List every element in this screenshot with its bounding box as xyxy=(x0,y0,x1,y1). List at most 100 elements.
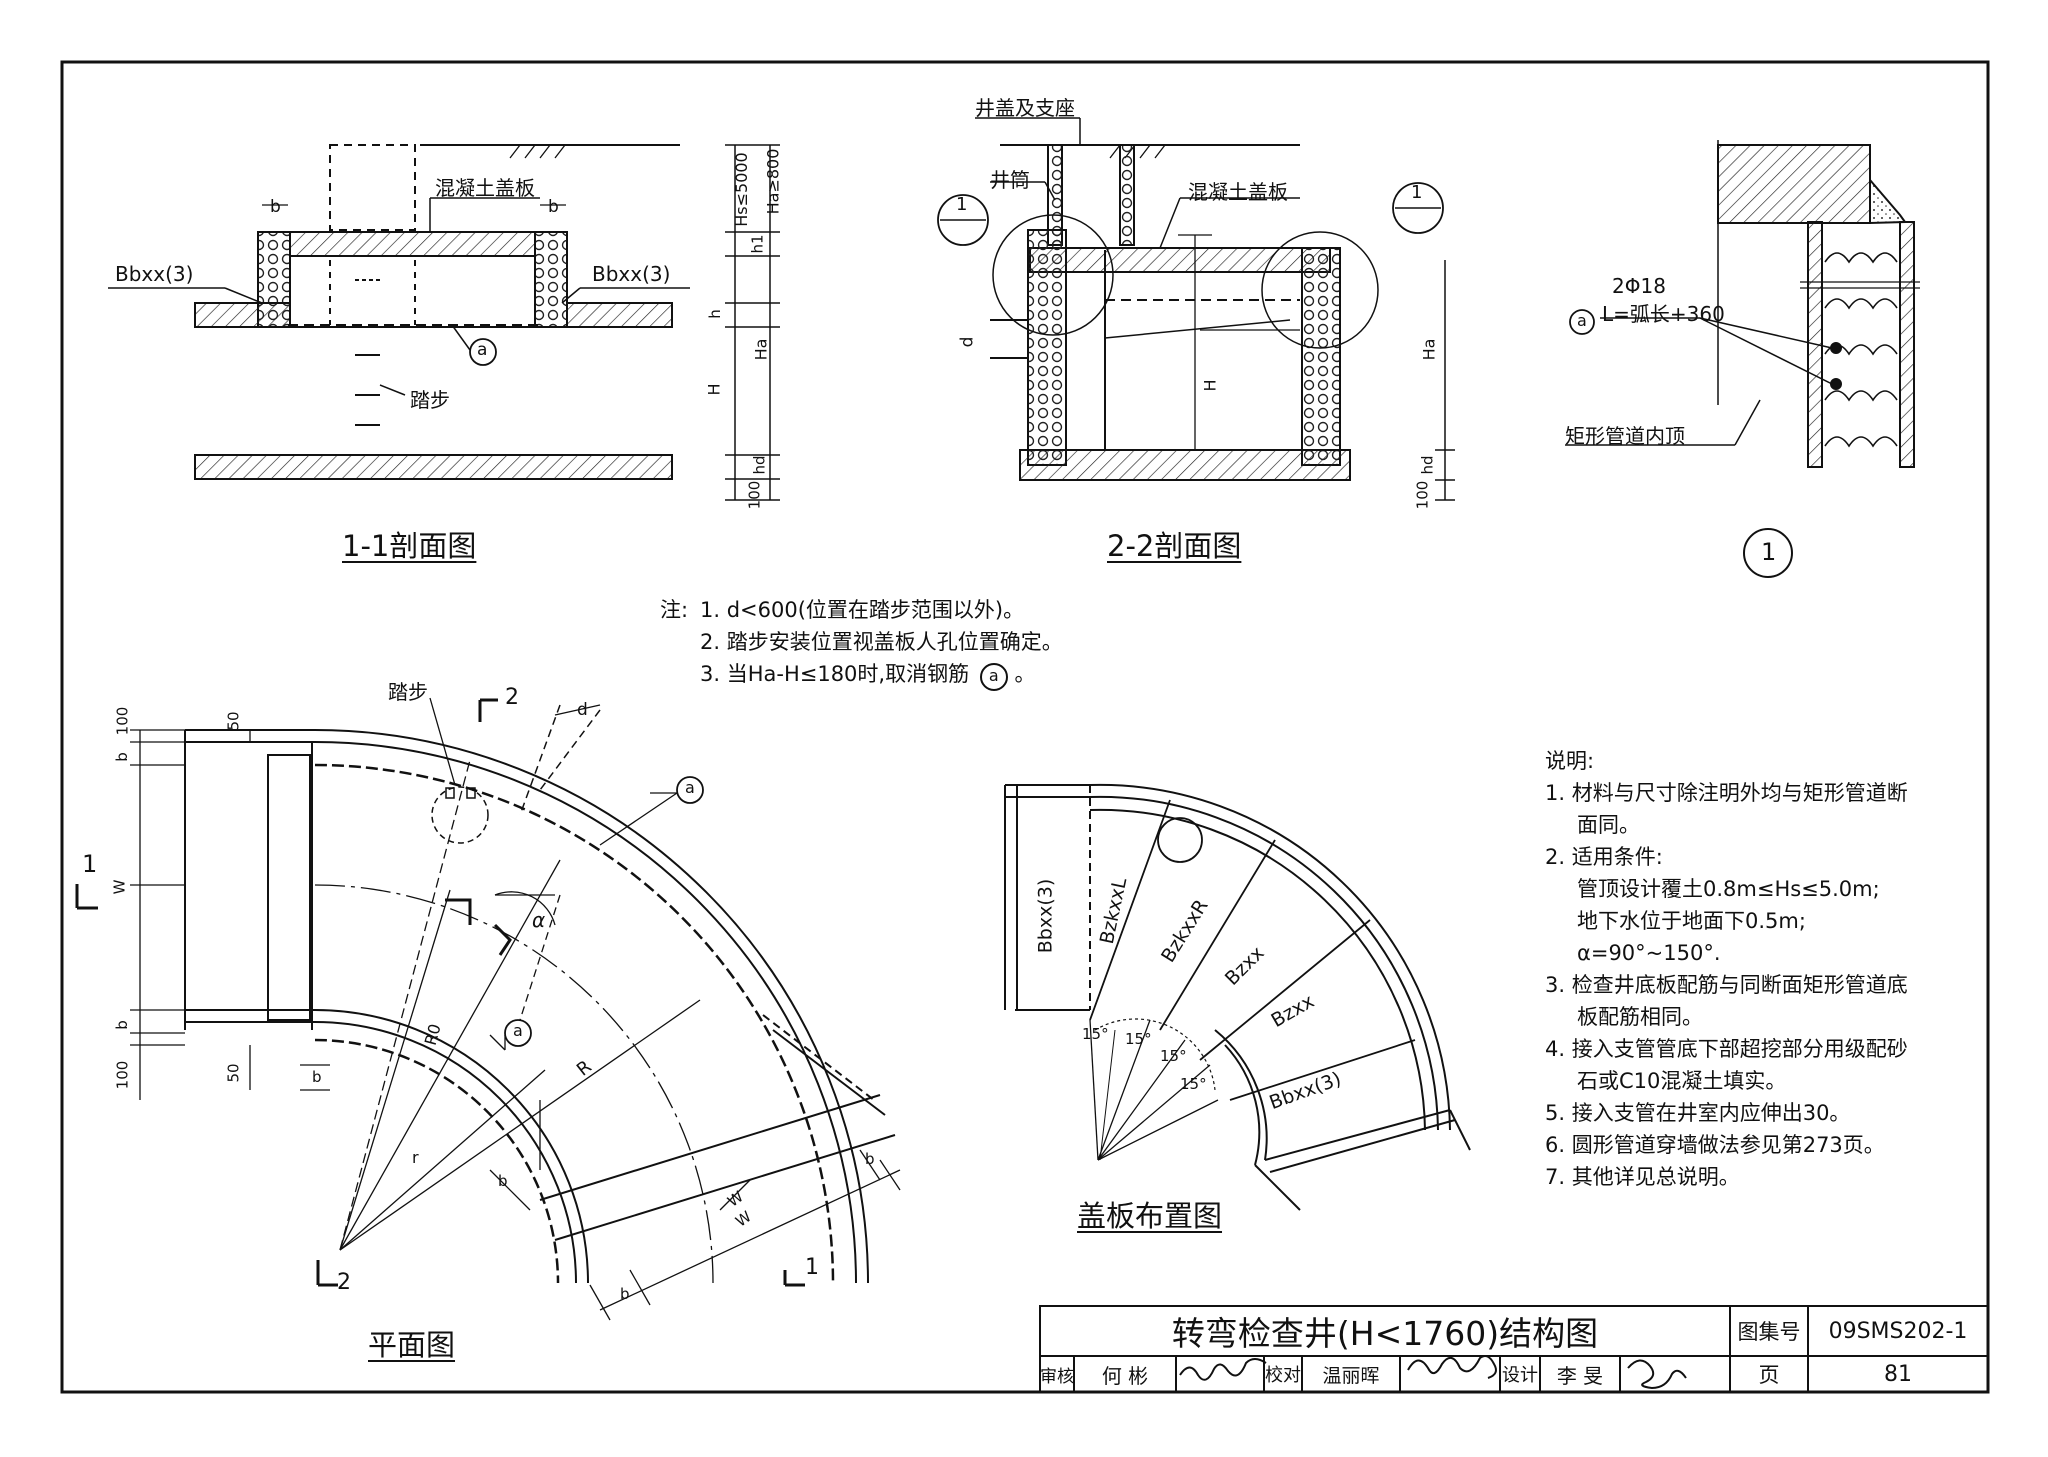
s22-detail-ref-right: 1 xyxy=(1411,182,1423,203)
page-label: 页 xyxy=(1758,1363,1780,1387)
plan-sec1-bot: 1 xyxy=(805,1255,819,1280)
expl-line-11: 5. 接入支管在井室内应伸出30。 xyxy=(1545,1101,1851,1125)
s22-shaft-label: 井筒 xyxy=(990,168,1030,192)
checker-name: 温丽晖 xyxy=(1322,1364,1380,1387)
note-3-tail: 。 xyxy=(1014,662,1036,686)
plan-dim100-top: 100 xyxy=(113,706,132,736)
s11-dim-H: H xyxy=(704,383,724,396)
title-block-grid xyxy=(1039,1305,1989,1393)
s22-cover-support-label: 井盖及支座 xyxy=(975,96,1075,120)
s22-cover-slab-label: 混凝土盖板 xyxy=(1188,180,1288,204)
cover-bbxx-left: Bbxx(3) xyxy=(1034,878,1057,954)
plan-dim50-bot: 50 xyxy=(224,1063,243,1083)
section-1-1 xyxy=(108,144,780,501)
expl-line-9: 4. 接入支管管底下部超挖部分用级配砂 xyxy=(1545,1037,1908,1061)
sheet-border xyxy=(60,60,1990,1394)
s11-rebar-a: a xyxy=(477,340,488,360)
s11-left-slab-label: Bbxx(3) xyxy=(115,262,194,286)
section-2-2 xyxy=(937,117,1455,501)
s11-b-right: b xyxy=(548,197,559,217)
cover-angle-3: 15° xyxy=(1160,1047,1187,1065)
plan-b6: b xyxy=(865,1150,875,1168)
notes-head: 注: xyxy=(660,598,689,622)
expl-line-12: 6. 圆形管道穿墙做法参见第273页。 xyxy=(1545,1133,1885,1157)
detail-pipe-top-label: 矩形管道内顶 xyxy=(1565,424,1685,448)
s22-dim-100: 100 xyxy=(1413,480,1432,510)
expl-line-13: 7. 其他详见总说明。 xyxy=(1545,1165,1740,1189)
s22-dim-ha: Ha xyxy=(1419,338,1439,361)
plan-alpha: α xyxy=(532,908,546,932)
section-1-1-title: 1-1剖面图 xyxy=(342,529,477,563)
designer-label: 设计 xyxy=(1502,1365,1538,1386)
s11-b-left: b xyxy=(270,197,281,217)
s22-dim-H: H xyxy=(1200,379,1220,392)
page-number: 81 xyxy=(1884,1361,1912,1387)
note-1: 1. d<600(位置在踏步范围以外)。 xyxy=(700,598,1025,622)
plan-b2: b xyxy=(112,1020,131,1030)
s11-dim-100: 100 xyxy=(745,480,764,510)
checker-signature xyxy=(1407,1355,1497,1379)
expl-line-3: 2. 适用条件: xyxy=(1545,845,1663,869)
expl-line-2: 面同。 xyxy=(1577,813,1640,837)
detail-rebar-spec: 2Φ18 xyxy=(1612,274,1666,298)
reviewer-signature xyxy=(1179,1358,1267,1381)
plan-b5: b xyxy=(620,1285,630,1303)
s22-dim-hd: hd xyxy=(1418,455,1437,475)
plan-step-label: 踏步 xyxy=(388,680,428,704)
plan-title: 平面图 xyxy=(368,1328,456,1362)
expl-line-8: 板配筋相同。 xyxy=(1577,1005,1703,1029)
s11-right-slab-label: Bbxx(3) xyxy=(592,262,671,286)
note-3: 3. 当Ha-H≤180时,取消钢筋 xyxy=(700,662,970,686)
plan-b3: b xyxy=(312,1068,322,1086)
plan-sec2-top: 2 xyxy=(505,685,519,710)
s11-dim-h1: h1 xyxy=(748,234,767,254)
explanation-block: 说明: 1. 材料与尺寸除注明外均与矩形管道断 面同。 2. 适用条件: 管顶设… xyxy=(1545,745,1908,1193)
explanation-head: 说明: xyxy=(1545,749,1595,773)
atlas-number: 09SMS202-1 xyxy=(1828,1318,1968,1344)
expl-line-1: 1. 材料与尺寸除注明外均与矩形管道断 xyxy=(1545,781,1908,805)
cover-angle-2: 15° xyxy=(1125,1030,1152,1048)
cover-angle-1: 15° xyxy=(1082,1025,1109,1043)
designer-signature xyxy=(1627,1359,1687,1390)
reviewer-label: 审核 xyxy=(1040,1366,1074,1387)
plan-view xyxy=(75,697,901,1321)
plan-dim100-bot: 100 xyxy=(113,1060,132,1090)
s11-dim-h: h xyxy=(705,309,724,319)
plan-b1: b xyxy=(112,752,131,762)
expl-line-7: 3. 检查井底板配筋与同断面矩形管道底 xyxy=(1545,973,1908,997)
expl-line-10: 石或C10混凝土填实。 xyxy=(1577,1069,1787,1093)
s11-dim-hd: hd xyxy=(750,455,769,475)
s22-dim-d: d xyxy=(957,336,978,348)
detail-rebar-length: L=弧长+360 xyxy=(1602,302,1725,326)
s22-detail-ref-left: 1 xyxy=(956,194,968,215)
detail-1-title: 1 xyxy=(1761,538,1777,566)
checker-label: 校对 xyxy=(1265,1365,1301,1386)
plan-b4: b xyxy=(498,1172,508,1190)
s11-cover-slab-label: 混凝土盖板 xyxy=(435,176,535,200)
title-block: 转弯检查井(H<1760)结构图 图集号 09SMS202-1 审核 何 彬 校… xyxy=(1040,1306,1988,1392)
expl-line-4: 管顶设计覆土0.8m≤Hs≤5.0m; xyxy=(1577,877,1880,901)
s11-dim-ha800: Ha≥800 xyxy=(763,148,783,215)
note-3-a-mark: a xyxy=(979,663,1008,691)
s11-dim-hs: Hs≤5000 xyxy=(731,152,751,227)
note-2: 2. 踏步安装位置视盖板人孔位置确定。 xyxy=(700,630,1063,654)
plan-d: d xyxy=(577,700,588,720)
plan-rebar-a2: a xyxy=(513,1021,523,1040)
expl-line-6: α=90°~150°. xyxy=(1577,941,1721,965)
designer-name: 李 旻 xyxy=(1556,1363,1604,1388)
s11-step-label: 踏步 xyxy=(410,388,450,412)
detail-1 xyxy=(1565,140,1920,578)
plan-sec1-top: 1 xyxy=(82,850,98,878)
plan-r: r xyxy=(412,1148,419,1167)
expl-line-5: 地下水位于地面下0.5m; xyxy=(1577,909,1806,933)
notes-block: 注: 1. d<600(位置在踏步范围以外)。 2. 踏步安装位置视盖板人孔位置… xyxy=(660,594,1063,691)
atlas-label: 图集号 xyxy=(1737,1320,1801,1344)
s11-dim-ha: Ha xyxy=(751,338,771,361)
plan-rebar-a1: a xyxy=(685,778,695,797)
section-2-2-title: 2-2剖面图 xyxy=(1107,529,1242,563)
plan-sec2-bot: 2 xyxy=(337,1270,351,1295)
detail-rebar-a: a xyxy=(1577,311,1587,330)
plan-dim50-top: 50 xyxy=(224,711,243,731)
reviewer-name: 何 彬 xyxy=(1101,1363,1149,1388)
